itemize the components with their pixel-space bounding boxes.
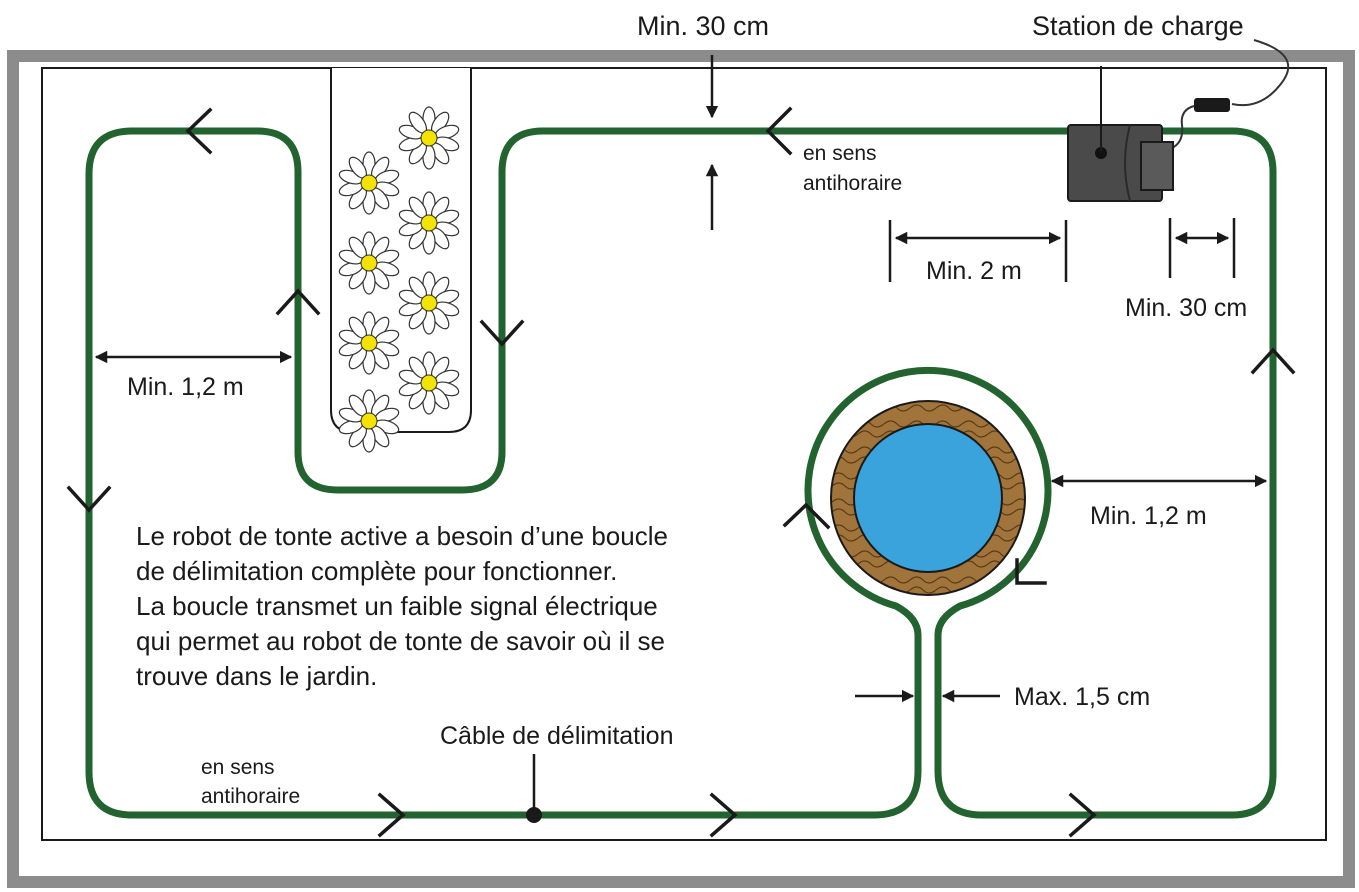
label-direction-bottom-1: en sens [201,756,275,779]
description-line: de délimitation complète pour fonctionne… [136,556,617,586]
label-direction-top-2: antihoraire [803,172,902,195]
label-top-clearance: Min. 30 cm [637,11,769,41]
label-direction-bottom-2: antihoraire [201,785,300,808]
measure-station-front [888,220,1068,282]
description-line: La boucle transmet un faible signal élec… [136,591,658,621]
boundary-wire [85,127,1277,819]
description-line: Le robot de tonte active a besoin d’une … [136,521,668,551]
label-wire: Câble de délimitation [440,722,673,750]
measure-station-side [1168,218,1236,278]
lawn-edge [41,67,1327,841]
description-line: qui permet au robot de tonte de savoir o… [136,626,665,656]
label-station-side: Min. 30 cm [1125,294,1247,322]
description-text: Le robot de tonte active a besoin d’une … [136,521,668,691]
label-station: Station de charge [1032,11,1244,41]
direction-chevrons [66,106,1296,838]
pond-water [853,423,1003,573]
charging-station [1067,39,1290,202]
description-line: trouve dans le jardin. [136,661,377,691]
label-pond-distance: Min. 1,2 m [1090,502,1207,530]
label-station-front: Min. 2 m [926,257,1022,285]
label-direction-top-1: en sens [803,142,877,165]
label-bed-distance: Min. 1,2 m [127,373,244,401]
label-gap: Max. 1,5 cm [1014,683,1150,711]
wire-pointer [526,754,542,823]
